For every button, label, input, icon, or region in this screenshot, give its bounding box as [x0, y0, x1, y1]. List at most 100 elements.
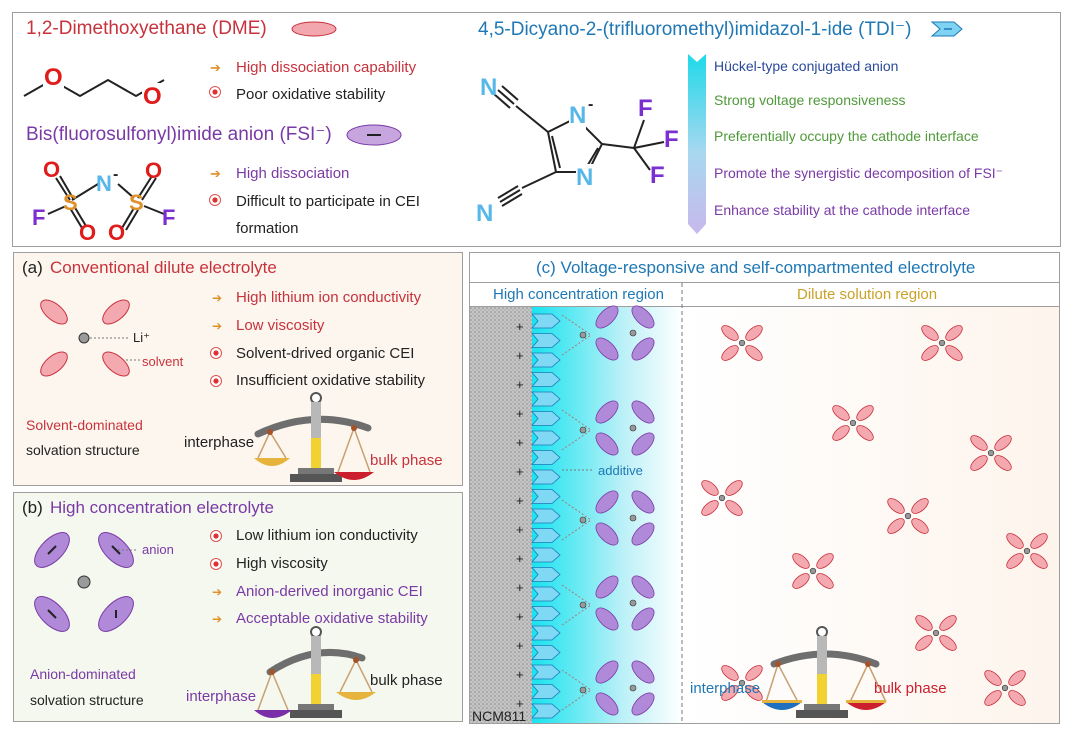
- dme-solvent: [701, 500, 719, 516]
- panel-b-arrow-icon-2: ➔: [212, 612, 223, 626]
- fsi-fluorine-2: F: [162, 205, 176, 230]
- tdi-property-bar: [688, 54, 706, 234]
- panel-a-li-label: Li⁺: [133, 330, 150, 345]
- fsi-anion: [631, 490, 655, 514]
- fsi-anion: [595, 660, 619, 684]
- electrode-plus-sign: +: [516, 609, 524, 624]
- panel-a-structure-line-1: Solvent-dominated: [26, 417, 143, 433]
- panel-a-arrow-icon-2: ➔: [212, 319, 223, 333]
- panel-b-prop-3: Anion-derived inorganic CEI: [236, 583, 423, 600]
- panel-a-bulk-label: bulk phase: [370, 452, 443, 469]
- panel-a: [13, 252, 463, 486]
- panel-c-header-divider: [469, 282, 1060, 283]
- tdi-additive-chevron: [531, 586, 561, 602]
- dme-dot-icon: [208, 85, 222, 104]
- lithium-ion: [904, 512, 912, 520]
- dme-solvent: [945, 345, 963, 361]
- coordination-line: [561, 409, 592, 431]
- fsi-nitrogen: N: [96, 171, 112, 196]
- dme-solvent: [921, 325, 939, 341]
- fsi-anion: [631, 575, 655, 599]
- dme-solvent: [994, 455, 1012, 471]
- tdi-additive-chevron: [531, 489, 561, 504]
- fsi-anion: [631, 400, 655, 424]
- tdi-additive-chevron: [531, 645, 561, 660]
- panel-a-dot-icon-1: [209, 346, 223, 365]
- dme-solvent: [939, 635, 957, 651]
- lithium-ion: [1001, 684, 1009, 692]
- panel-c-title: (c) Voltage-responsive and self-compartm…: [536, 258, 976, 277]
- panel-c-region-dilute: Dilute solution region: [797, 286, 938, 303]
- dme-solvent: [994, 435, 1012, 451]
- lithium-ion: [932, 629, 940, 637]
- tdi-nitrogen-ring-1: N: [569, 102, 587, 130]
- dme-solvent: [1006, 553, 1024, 569]
- electrode-plus-sign: +: [516, 435, 524, 450]
- lithium-ion: [809, 567, 817, 575]
- fsi-anion: [631, 692, 655, 716]
- tdi-structure: [493, 85, 665, 207]
- electrode-plus-sign: +: [516, 464, 524, 479]
- dme-arrow-icon: ➔: [210, 60, 221, 75]
- lithium-ion: [629, 514, 637, 522]
- fsi-anion: [631, 337, 655, 361]
- fsi-structure: [47, 175, 165, 231]
- dme-solvent: [701, 480, 719, 496]
- tdi-additive-chevron: [531, 352, 561, 368]
- dme-solvent: [721, 345, 739, 361]
- tdi-additive-chevron: [531, 313, 561, 329]
- dme-solvent: [725, 500, 743, 516]
- dme-solvent: [970, 435, 988, 451]
- tdi-additive-chevron: [531, 391, 561, 407]
- dme-solvent: [1006, 533, 1024, 549]
- electrode-plus-sign: +: [516, 580, 524, 595]
- dme-oxygen-2: O: [142, 83, 163, 111]
- dme-solvent: [911, 498, 929, 514]
- panel-c-subheader-divider: [469, 306, 1060, 307]
- dme-solvent: [887, 498, 905, 514]
- panel-a-balance-scale: [254, 392, 374, 482]
- coordination-line: [561, 314, 592, 336]
- tdi-additive-chevron: [531, 372, 561, 387]
- dme-solvent: [832, 425, 850, 441]
- tdi-additive-chevron: [531, 625, 561, 641]
- tdi-fluorine-2: F: [664, 126, 679, 153]
- coordination-line: [561, 429, 592, 451]
- coordination-line: [561, 519, 592, 541]
- dme-solvent: [792, 553, 810, 569]
- electrode-plus-sign: +: [516, 522, 524, 537]
- fsi-sulfur-2: S: [129, 190, 144, 215]
- tdi-nitrogen-cyano-1: N: [480, 74, 498, 101]
- electrode-plus-sign: +: [516, 551, 524, 566]
- tdi-fluorine-3: F: [650, 162, 665, 189]
- fsi-oxygen-4: O: [108, 220, 126, 245]
- electrode-plus-sign: +: [516, 377, 524, 392]
- coordination-line: [561, 669, 592, 691]
- electrode-plus-sign: +: [516, 406, 524, 421]
- fsi-anion: [631, 607, 655, 631]
- dme-solvent: [721, 685, 739, 701]
- panel-a-prop-3: Solvent-drived organic CEI: [236, 345, 415, 362]
- lithium-ion: [579, 426, 587, 434]
- fsi-anion: [595, 692, 619, 716]
- panel-c-region-high: High concentration region: [493, 286, 664, 303]
- lithium-ion: [738, 679, 746, 687]
- panel-a-arrow-icon-1: ➔: [212, 291, 223, 305]
- tdi-nitrogen-ring-2: N: [576, 164, 594, 192]
- panel-b-anion-label: anion: [142, 542, 174, 557]
- tdi-prop-3: Preferentially occupy the cathode interf…: [714, 128, 979, 144]
- panel-a-dot-icon-2: [209, 374, 223, 393]
- panel-a-solvation-cluster: [40, 299, 140, 377]
- tdi-additive-chevron: [531, 606, 561, 621]
- tdi-title: 4,5-Dicyano-2-(trifluoromethyl)imidazol-…: [478, 19, 912, 40]
- fsi-anion: [595, 337, 619, 361]
- tdi-additive-chevron: [531, 430, 561, 446]
- coordination-line: [561, 334, 592, 356]
- panel-a-prop-2: Low viscosity: [236, 317, 325, 334]
- panel-c-electrode-label: NCM811: [472, 708, 527, 724]
- panel-b-dot-icon-2: [209, 557, 223, 576]
- lithium-ion: [718, 494, 726, 502]
- panel-b-prop-1: Low lithium ion conductivity: [236, 527, 418, 544]
- fsi-anion: [595, 432, 619, 456]
